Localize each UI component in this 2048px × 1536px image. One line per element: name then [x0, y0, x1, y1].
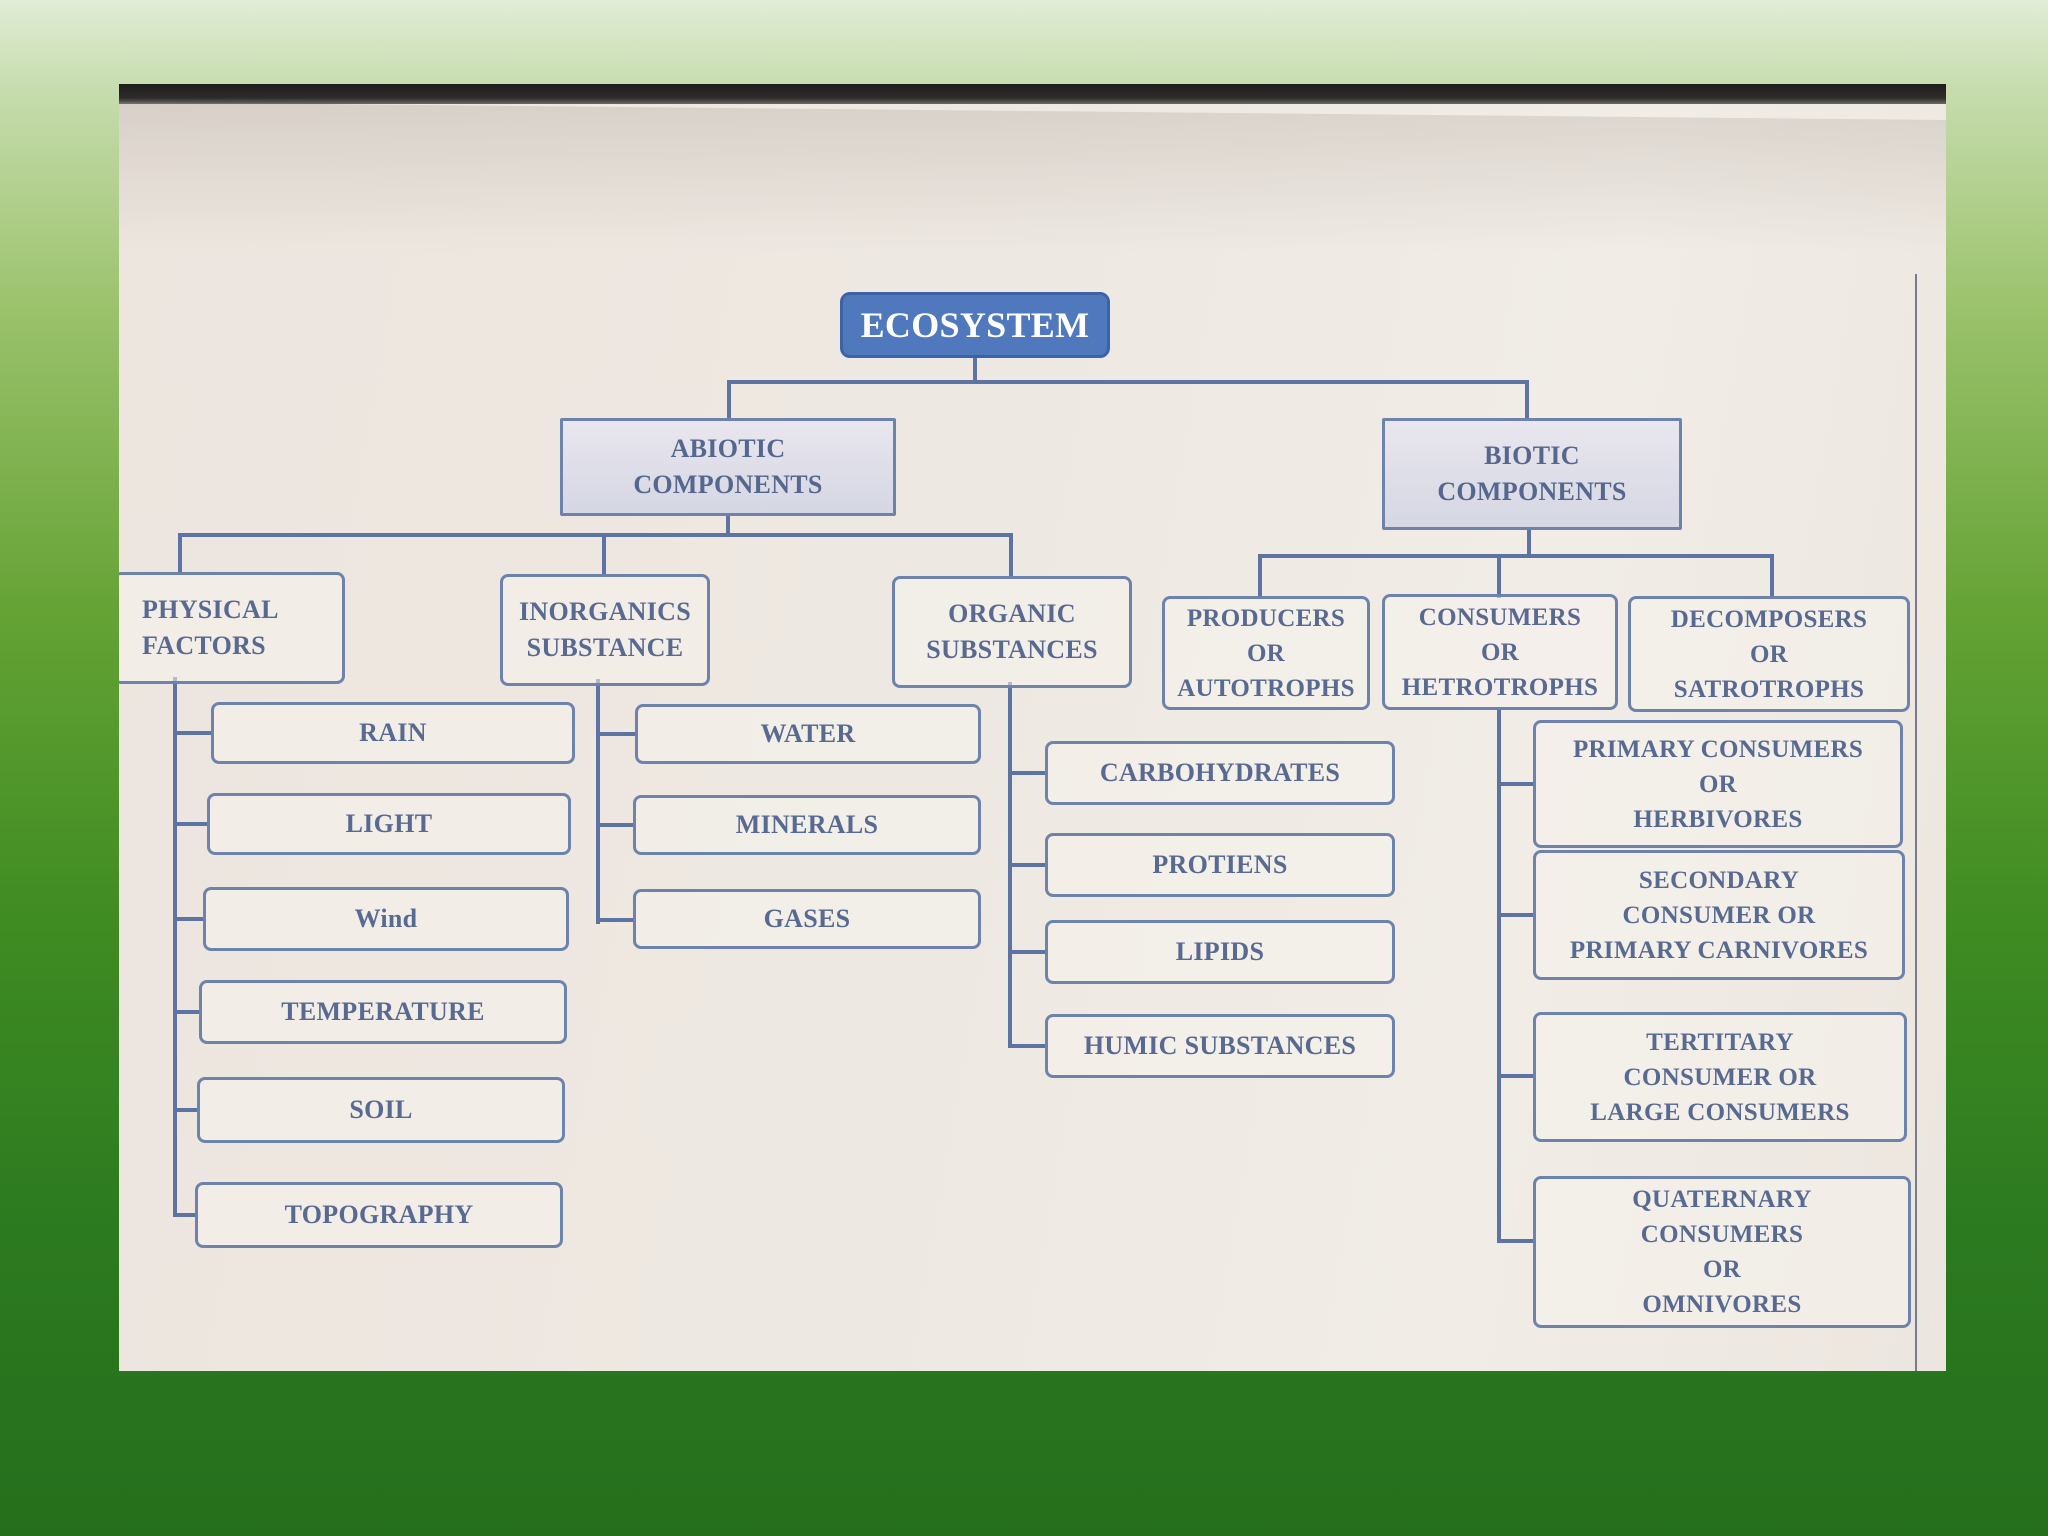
biotic-label: BIOTIC COMPONENTS	[1437, 441, 1627, 506]
inorganic-item: WATER	[635, 704, 981, 764]
organic-item: PROTIENS	[1045, 833, 1395, 897]
organic-item: LIPIDS	[1045, 920, 1395, 984]
topography-label: TOPOGRAPHY	[284, 1200, 474, 1229]
inorganic-item: GASES	[633, 889, 981, 949]
organic-list-connector	[1008, 682, 1047, 1048]
organic-item: CARBOHYDRATES	[1045, 741, 1395, 805]
consumers-list-connector	[1497, 708, 1535, 1243]
abiotic-label: ABIOTIC COMPONENTS	[633, 434, 823, 499]
consumer-item: PRIMARY CONSUMERS OR HERBIVORES	[1533, 720, 1903, 848]
consumer-item: TERTITARY CONSUMER OR LARGE CONSUMERS	[1533, 1012, 1907, 1142]
inorganic-item: MINERALS	[633, 795, 981, 855]
diagram-photo: ECOSYSTEM ABIOTIC COMPONENTS BIOTIC COMP…	[119, 84, 1946, 1371]
rain-label: RAIN	[359, 718, 427, 747]
inorganic-list-connector	[596, 679, 637, 924]
soil-label: SOIL	[349, 1095, 413, 1124]
secondary-consumer-label: SECONDARY CONSUMER OR PRIMARY CARNIVORES	[1569, 866, 1869, 964]
wind-label: Wind	[354, 904, 418, 933]
humic-substances-label: HUMIC SUBSTANCES	[1083, 1031, 1357, 1060]
physical-item: LIGHT	[207, 793, 571, 855]
tertiary-consumer-label: TERTITARY CONSUMER OR LARGE CONSUMERS	[1590, 1028, 1850, 1126]
physical-list-connector	[173, 677, 213, 1217]
abiotic-components-box: ABIOTIC COMPONENTS	[560, 418, 896, 516]
page-shadow	[119, 102, 1946, 252]
photo-dark-edge	[119, 84, 1946, 104]
lipids-label: LIPIDS	[1175, 937, 1265, 966]
ecosystem-root-box: ECOSYSTEM	[840, 292, 1110, 358]
decomposers-box: DECOMPOSERS OR SATROTROPHS	[1628, 596, 1910, 712]
physical-item: TEMPERATURE	[199, 980, 567, 1044]
consumers-box: CONSUMERS OR HETROTROPHS	[1382, 594, 1618, 710]
abiotic-connector	[178, 514, 1013, 578]
organic-substances-label: ORGANIC SUBSTANCES	[926, 599, 1098, 664]
organic-item: HUMIC SUBSTANCES	[1045, 1014, 1395, 1078]
inorganic-substance-box: INORGANICS SUBSTANCE	[500, 574, 710, 686]
minerals-label: MINERALS	[735, 810, 879, 839]
consumers-label: CONSUMERS OR HETROTROPHS	[1401, 603, 1599, 701]
page-margin-line	[1915, 274, 1917, 1371]
producers-box: PRODUCERS OR AUTOTROPHS	[1162, 596, 1370, 710]
organic-substances-box: ORGANIC SUBSTANCES	[892, 576, 1132, 688]
physical-item: TOPOGRAPHY	[195, 1182, 563, 1248]
quaternary-consumers-label: QUATERNARY CONSUMERS OR OMNIVORES	[1632, 1186, 1812, 1318]
inorganic-substance-label: INORGANICS SUBSTANCE	[518, 597, 692, 662]
producers-label: PRODUCERS OR AUTOTROPHS	[1177, 604, 1355, 702]
physical-item: RAIN	[211, 702, 575, 764]
protiens-label: PROTIENS	[1152, 850, 1288, 879]
primary-consumers-label: PRIMARY CONSUMERS OR HERBIVORES	[1572, 735, 1864, 833]
biotic-components-box: BIOTIC COMPONENTS	[1382, 418, 1682, 530]
consumer-item: SECONDARY CONSUMER OR PRIMARY CARNIVORES	[1533, 850, 1905, 980]
tree-connectors	[173, 354, 1774, 1243]
biotic-connector	[1258, 528, 1774, 598]
decomposers-label: DECOMPOSERS OR SATROTROPHS	[1670, 605, 1868, 703]
ecosystem-label: ECOSYSTEM	[860, 305, 1090, 345]
physical-factors-box: PHYSICAL FACTORS	[119, 572, 345, 684]
physical-item: SOIL	[197, 1077, 565, 1143]
physical-factors-label: PHYSICAL FACTORS	[142, 595, 279, 660]
gases-label: GASES	[763, 904, 851, 933]
water-label: WATER	[760, 719, 856, 748]
root-connector	[727, 354, 1529, 420]
light-label: LIGHT	[345, 809, 433, 838]
carbohydrates-label: CARBOHYDRATES	[1099, 758, 1341, 787]
temperature-label: TEMPERATURE	[281, 997, 485, 1026]
consumer-item: QUATERNARY CONSUMERS OR OMNIVORES	[1533, 1176, 1911, 1328]
physical-item: Wind	[203, 887, 569, 951]
